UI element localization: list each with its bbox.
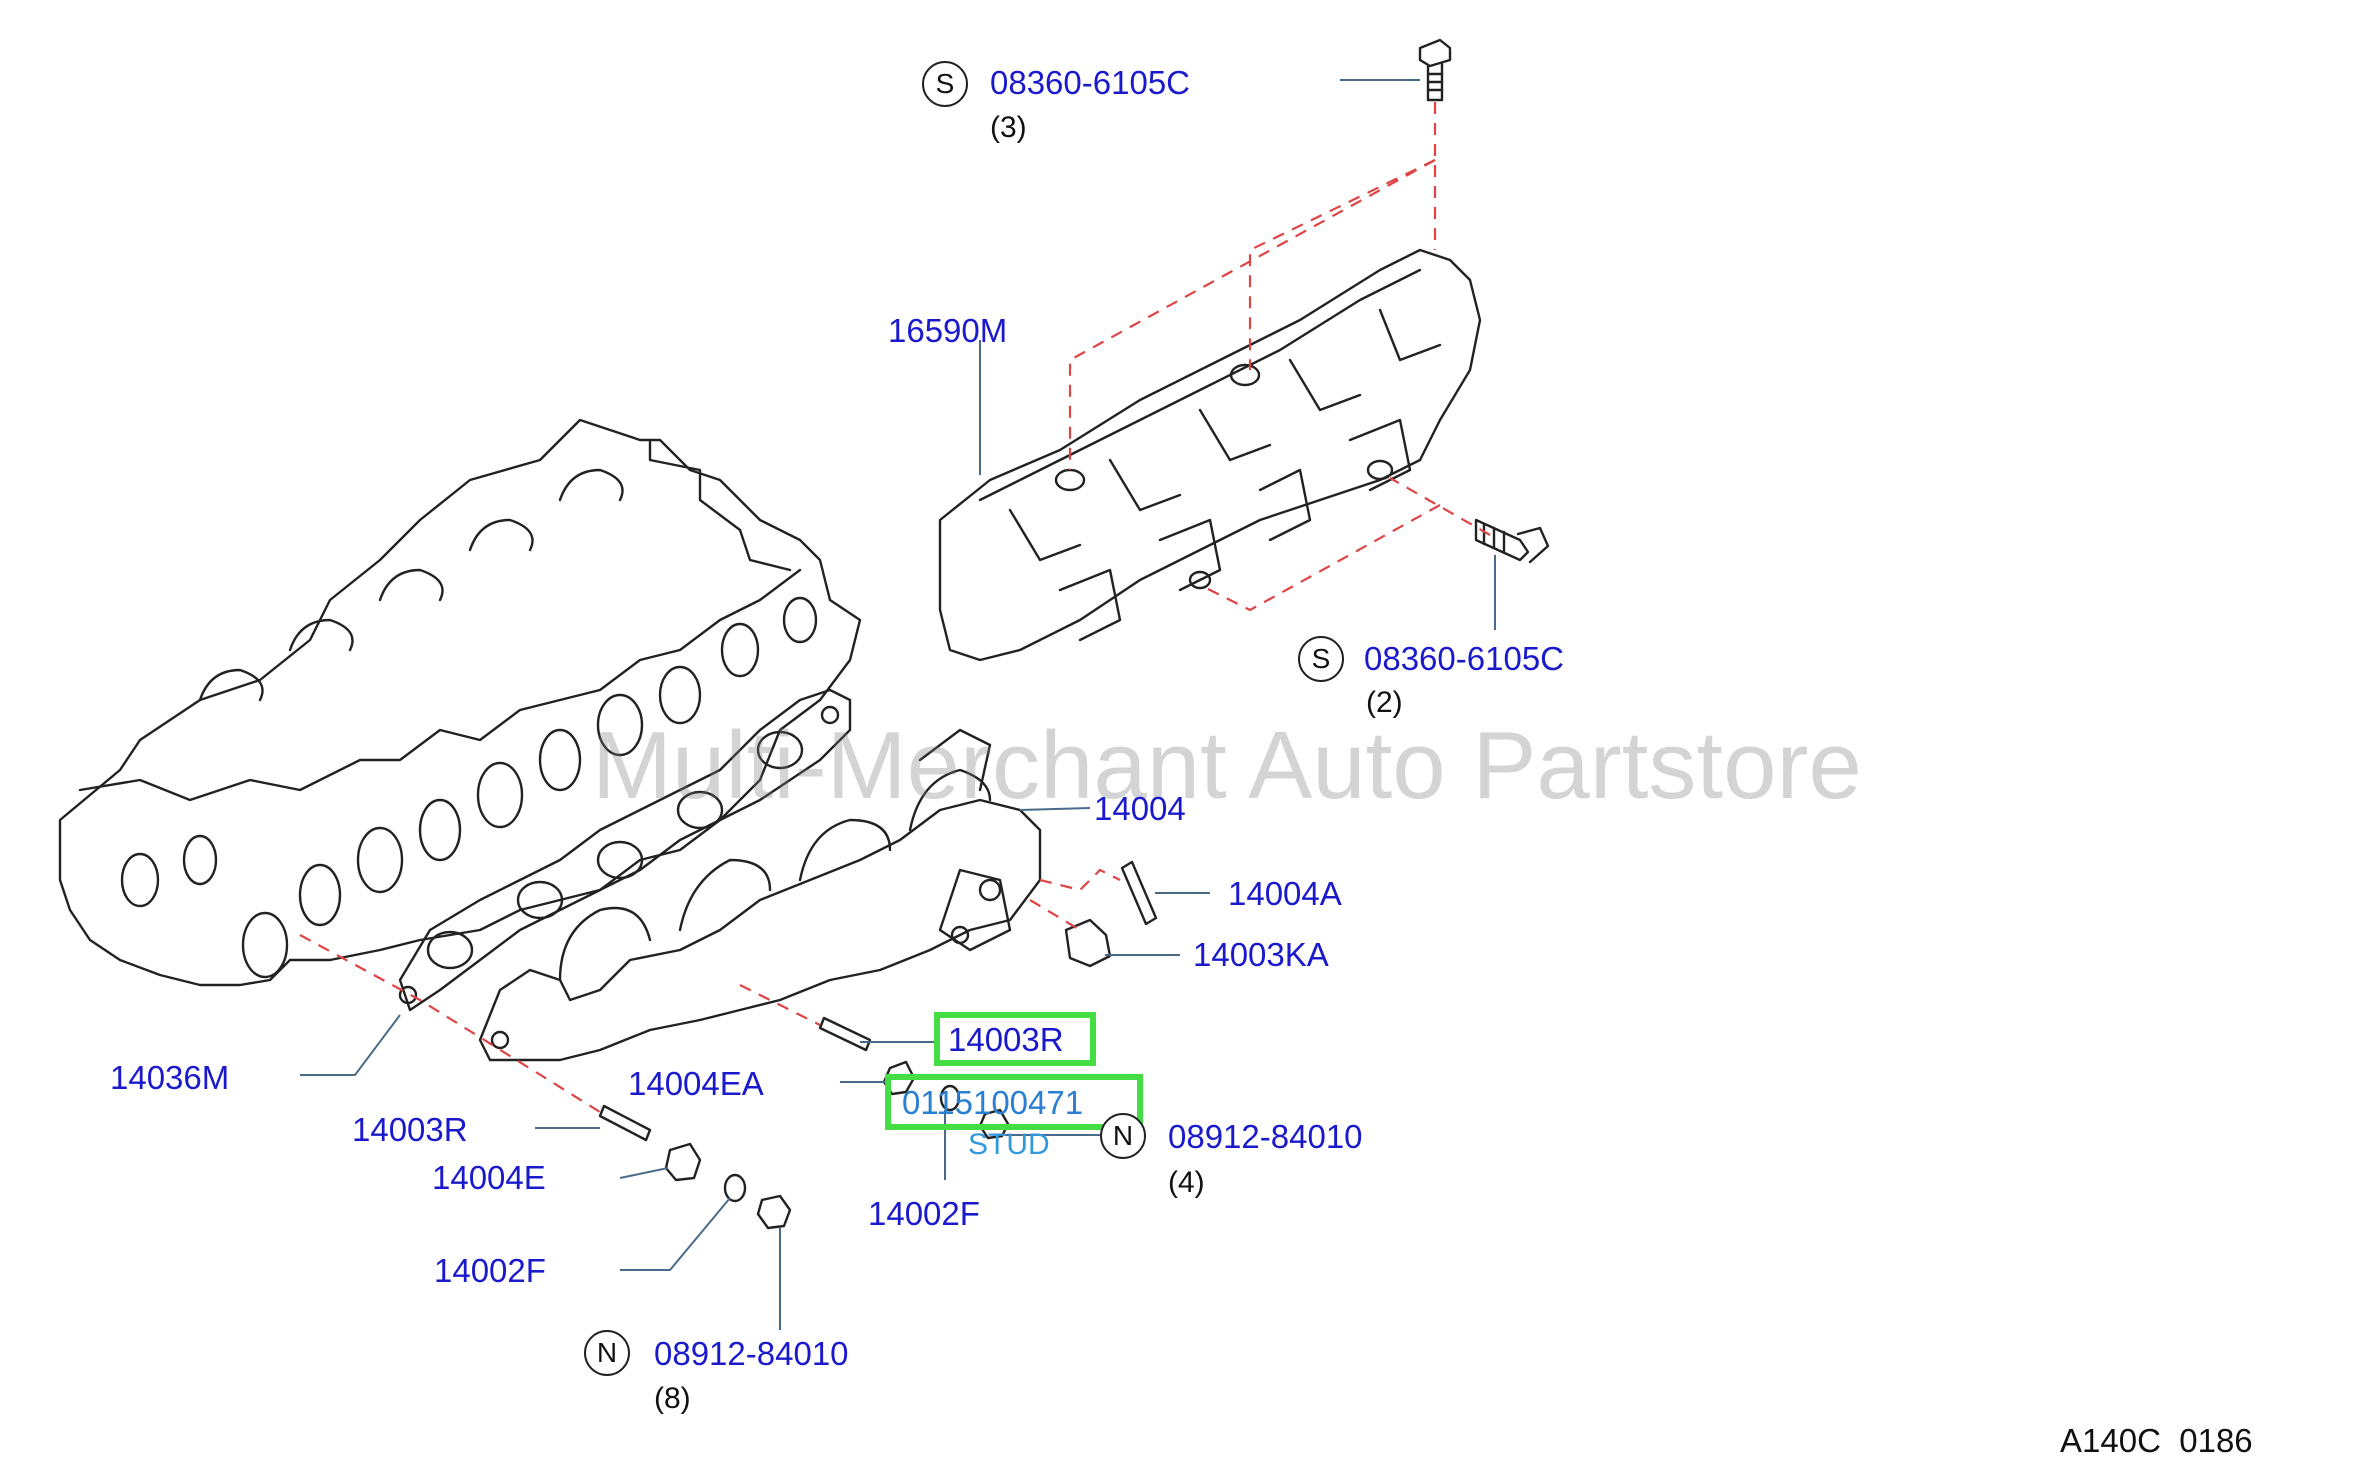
- cylinder-head-drawing: [58, 418, 862, 987]
- part-label-08360-6105c-top[interactable]: 08360-6105C: [990, 64, 1190, 101]
- part-label-14003ka[interactable]: 14003KA: [1193, 936, 1329, 973]
- part-label-14003r-highlight[interactable]: 14003R: [948, 1021, 1064, 1058]
- qty-right-bolt: (2): [1366, 686, 1403, 719]
- qty-left-nut: (8): [654, 1382, 691, 1415]
- exhaust-manifold-drawing: [478, 728, 1042, 1062]
- symbol-s-right: S: [1298, 636, 1344, 682]
- gasket-drawing: [398, 688, 852, 1012]
- part-label-14004e[interactable]: 14004E: [432, 1159, 546, 1196]
- top-bolt-drawing: [1418, 38, 1452, 102]
- part-label-14004a[interactable]: 14004A: [1228, 875, 1342, 912]
- leader-lines: [300, 79, 1496, 1330]
- symbol-n-left: N: [584, 1330, 630, 1376]
- part-label-14003r-left[interactable]: 14003R: [352, 1111, 468, 1148]
- part-label-14004ea[interactable]: 14004EA: [628, 1065, 764, 1102]
- qty-top-bolt: (3): [990, 111, 1027, 144]
- symbol-n-right: N: [1100, 1113, 1146, 1159]
- part-label-0115100471[interactable]: 0115100471: [902, 1084, 1084, 1121]
- right-bolt-drawing: [1474, 518, 1550, 564]
- part-label-16590m[interactable]: 16590M: [888, 312, 1008, 349]
- dashed-guide-lines: [299, 102, 1491, 1113]
- qty-right-nut: (4): [1168, 1166, 1205, 1199]
- part-label-14002f-left[interactable]: 14002F: [434, 1252, 546, 1289]
- part-label-14002f-right[interactable]: 14002F: [868, 1195, 980, 1232]
- part-label-14036m[interactable]: 14036M: [110, 1059, 230, 1096]
- part-label-08912-84010-right[interactable]: 08912-84010: [1168, 1118, 1363, 1155]
- part-label-08360-6105c-right[interactable]: 08360-6105C: [1364, 640, 1564, 677]
- highlight-box-0115100471: [885, 1074, 1143, 1130]
- highlight-box-14003r: [934, 1012, 1096, 1066]
- part-label-14004[interactable]: 14004: [1094, 790, 1186, 827]
- part-desc-stud: STUD: [968, 1128, 1050, 1161]
- diagram-code: A140C 0186: [2060, 1422, 2253, 1459]
- part-label-08912-84010-left[interactable]: 08912-84010: [654, 1335, 849, 1372]
- symbol-s-top: S: [922, 61, 968, 107]
- heat-cover-drawing: [938, 248, 1482, 662]
